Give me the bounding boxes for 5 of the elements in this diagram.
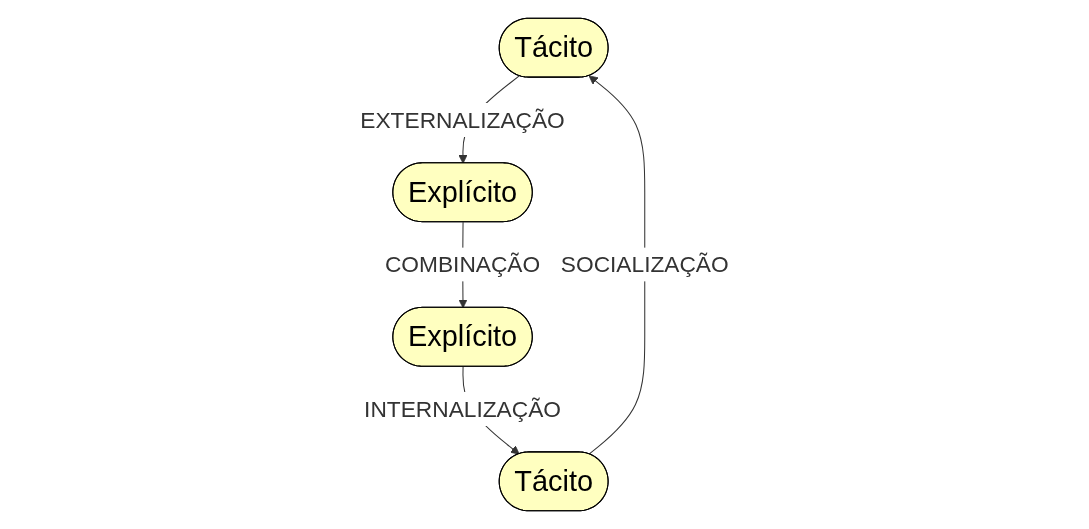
arrow <box>588 75 646 455</box>
edge-label: SOCIALIZAÇÃO <box>560 251 729 278</box>
edge-label: EXTERNALIZAÇÃO <box>360 107 565 133</box>
edge-label: INTERNALIZAÇÃO <box>364 396 561 422</box>
edge-label: COMBINAÇÃO <box>384 251 541 278</box>
